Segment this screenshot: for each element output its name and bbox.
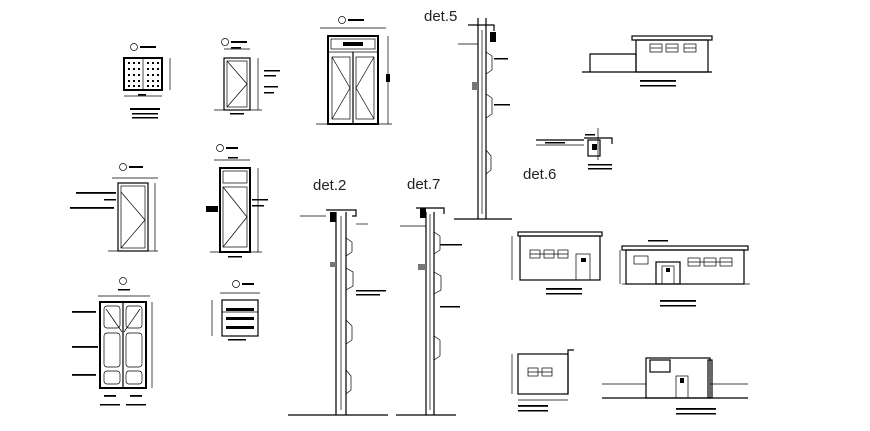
- house-elevation-mid-right: [619, 240, 750, 307]
- det6-detail: [536, 128, 613, 170]
- house-elevation-top: [582, 35, 713, 87]
- single-door-elevation-swing: [70, 163, 158, 252]
- double-door-transom-elevation: [316, 16, 392, 125]
- door-with-fanlight-elevation: [206, 144, 268, 258]
- det5-wall-section: [454, 18, 512, 220]
- det2-label: det.2: [313, 177, 347, 194]
- house-elevation-small-bottom: [511, 349, 574, 412]
- det2-wall-section: [288, 209, 388, 416]
- det5-label: det.5: [424, 8, 458, 25]
- single-door-elevation-small: [214, 38, 280, 115]
- house-elevation-long-bottom: [602, 357, 748, 415]
- panelled-double-door-elevation: [72, 277, 153, 406]
- house-elevation-mid-left: [511, 231, 603, 295]
- det7-label: det.7: [407, 176, 441, 193]
- det6-label: det.6: [523, 166, 557, 183]
- window-grille-elevation: [123, 43, 171, 119]
- det7-wall-section: [396, 207, 462, 416]
- window-section-small: [211, 280, 260, 341]
